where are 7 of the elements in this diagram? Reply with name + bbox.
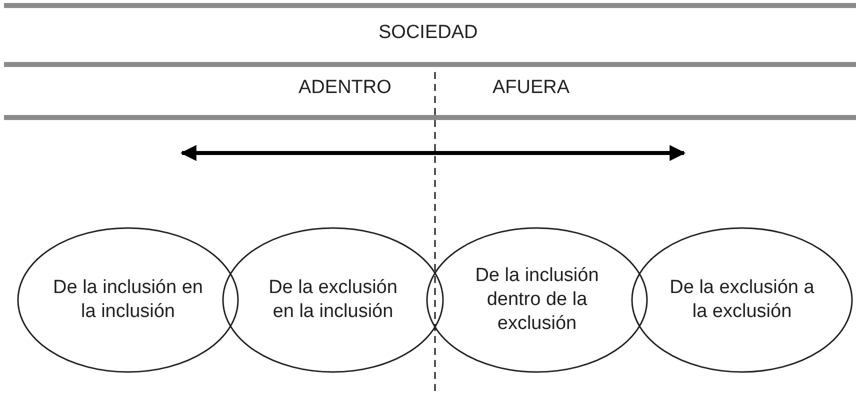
node-text: De la inclusión dentro de la exclusión	[474, 264, 600, 336]
node-text: De la exclusión en la inclusión	[268, 276, 398, 324]
band-label: SOCIEDAD	[378, 22, 478, 44]
node-text: De la exclusión a la exclusión	[668, 276, 816, 324]
band-label: ADENTRO	[298, 77, 392, 99]
band-label: AFUERA	[492, 77, 570, 99]
node-text: De la inclusión en la inclusión	[52, 276, 204, 324]
